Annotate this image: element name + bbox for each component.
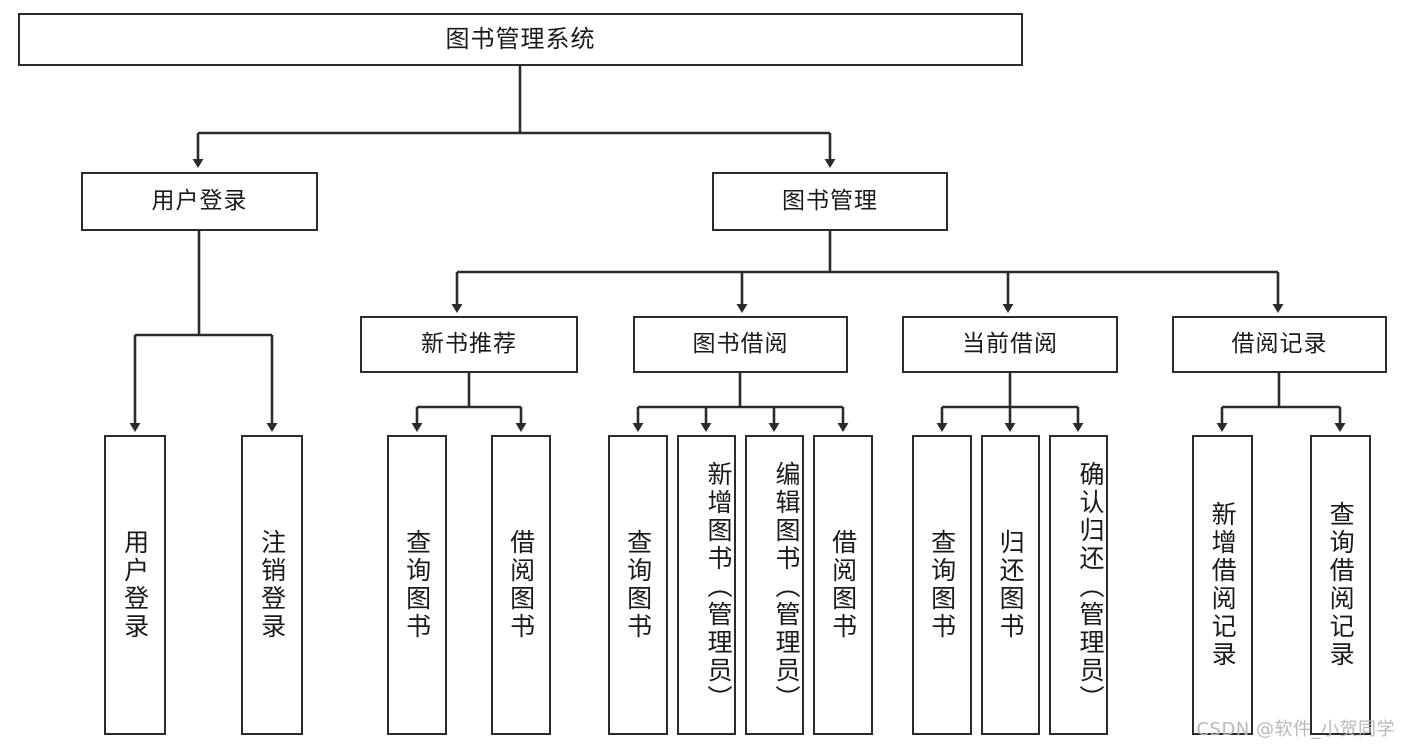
node-book-management[interactable]: 图书管理 bbox=[712, 172, 948, 231]
leaf-borrow-book[interactable]: 借阅图书 bbox=[813, 435, 873, 735]
watermark-text: CSDN @软件_小贺同学 bbox=[1196, 719, 1395, 740]
leaf-query-borrow-record[interactable]: 查询借阅记录 bbox=[1310, 435, 1371, 735]
node-new-book-recommend[interactable]: 新书推荐 bbox=[360, 316, 578, 373]
leaf-return-book[interactable]: 归还图书 bbox=[981, 435, 1040, 735]
node-book-borrow[interactable]: 图书借阅 bbox=[633, 316, 848, 373]
node-borrow-records[interactable]: 借阅记录 bbox=[1172, 316, 1387, 373]
leaf-logout[interactable]: 注销登录 bbox=[241, 435, 303, 735]
leaf-query-book-recommend[interactable]: 查询图书 bbox=[387, 435, 447, 735]
leaf-borrow-book-recommend[interactable]: 借阅图书 bbox=[491, 435, 551, 735]
leaf-query-book-borrow[interactable]: 查询图书 bbox=[608, 435, 668, 735]
leaf-add-borrow-record[interactable]: 新增借阅记录 bbox=[1192, 435, 1253, 735]
node-current-borrow[interactable]: 当前借阅 bbox=[902, 316, 1118, 373]
leaf-add-book-admin[interactable]: 新增图书（管理员） bbox=[677, 435, 736, 735]
node-root-system[interactable]: 图书管理系统 bbox=[18, 13, 1023, 66]
leaf-query-book-current[interactable]: 查询图书 bbox=[912, 435, 972, 735]
leaf-confirm-return-admin[interactable]: 确认归还（管理员） bbox=[1049, 435, 1108, 735]
leaf-edit-book-admin[interactable]: 编辑图书（管理员） bbox=[745, 435, 804, 735]
node-user-login[interactable]: 用户登录 bbox=[81, 172, 318, 231]
leaf-user-login[interactable]: 用户登录 bbox=[104, 435, 166, 735]
